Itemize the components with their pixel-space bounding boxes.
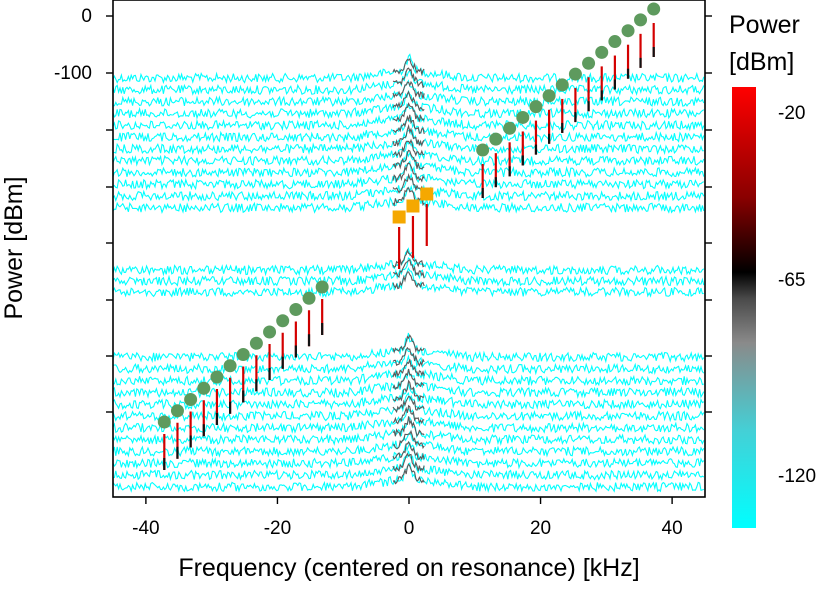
sweep-markers: [157, 2, 661, 429]
sweep-circle-marker: [276, 314, 290, 328]
center-peak-trace: [392, 271, 425, 290]
spectrum-trace: [113, 431, 705, 458]
colorbar-gradient: [732, 87, 756, 528]
center-peak-trace: [392, 80, 425, 99]
sweep-circle-marker: [529, 100, 543, 114]
y-axis: 0 -100: [54, 6, 712, 413]
sweep-circle-marker: [489, 132, 503, 146]
center-square-marker: [392, 210, 406, 224]
spectrum-trace: [113, 267, 704, 298]
center-peak-trace: [392, 90, 425, 112]
spectrum-trace: [113, 79, 705, 108]
spectrum-trace: [113, 150, 705, 179]
spectrum-trace: [113, 462, 704, 494]
sweep-circle-marker: [157, 415, 171, 429]
center-peak-trace: [392, 149, 425, 170]
sweep-circle-marker: [197, 381, 211, 395]
spectrum-trace: [113, 139, 705, 168]
spectrum-trace: [113, 441, 705, 470]
center-peak-trace: [392, 123, 425, 148]
sweep-circle-marker: [315, 280, 329, 294]
sweep-circle-marker: [289, 303, 303, 316]
spectrum-trace: [113, 450, 705, 482]
x-tick-label: -20: [264, 518, 291, 539]
spectrum-trace: [113, 115, 705, 144]
center-peak-trace: [392, 187, 425, 207]
spectrum-trace: [113, 332, 705, 364]
center-peak-trace: [392, 359, 425, 378]
center-peak-trace: [392, 368, 425, 390]
colorbar-title-line1: Power: [729, 11, 800, 39]
spectrum-trace: [113, 69, 705, 96]
center-peak-trace: [392, 429, 425, 450]
sweep-circle-marker: [210, 370, 224, 384]
colorbar: Power [dBm] -20 -65 -120: [729, 11, 816, 528]
sweep-circle-marker: [184, 393, 198, 406]
sweep-circle-marker: [542, 89, 556, 103]
center-square-marker: [420, 187, 434, 201]
sweep-circle-marker: [608, 35, 622, 49]
spectrum-trace: [113, 391, 705, 423]
center-peak-trace: [392, 67, 425, 89]
center-peak-trace: [392, 114, 425, 135]
spectrum-trace: [113, 257, 705, 288]
colorbar-title-line2: [dBm]: [729, 48, 794, 76]
sweep-circle-marker: [568, 67, 582, 81]
x-tick-label: -40: [132, 518, 159, 539]
center-peak-trace: [392, 404, 425, 425]
center-peak-trace: [392, 416, 425, 438]
center-peak-trace: [392, 440, 425, 461]
center-peak-trace: [392, 463, 425, 485]
center-peak-trace: [392, 395, 425, 414]
x-axis-title: Frequency (centered on resonance) [kHz]: [178, 554, 639, 582]
sweep-circle-marker: [236, 348, 250, 361]
colorbar-tick-label: -20: [778, 103, 805, 124]
sweep-circle-marker: [555, 78, 569, 92]
center-peak-trace: [392, 258, 425, 279]
sweep-circle-marker: [516, 110, 530, 124]
center-peak-trace: [392, 57, 425, 77]
sweep-circle-marker: [634, 13, 648, 27]
sweep-circle-marker: [647, 2, 661, 16]
sweep-circle-marker: [503, 121, 517, 135]
x-axis: -40 -20 0 20 40: [132, 497, 683, 539]
sweep-circle-marker: [223, 359, 237, 373]
sweep-circle-marker: [249, 336, 263, 350]
y-tick-label: 0: [81, 6, 92, 27]
sweep-circle-marker: [582, 56, 596, 70]
center-peak-trace: [392, 379, 425, 402]
sweep-circle-marker: [263, 325, 277, 339]
colorbar-tick-label: -65: [778, 270, 805, 291]
center-peak-trace: [392, 452, 425, 472]
colorbar-tick-label: -120: [778, 466, 816, 487]
spectrum-trace: [113, 128, 704, 156]
spectrum-trace: [113, 247, 705, 277]
spectrum-traces: [113, 53, 705, 494]
spectrum-trace: [113, 53, 705, 85]
y-axis-title: Power [dBm]: [0, 176, 28, 319]
center-peak-trace: [392, 162, 425, 183]
sweep-circle-marker: [595, 45, 609, 59]
y-tick-label: -100: [54, 63, 92, 84]
sweep-circle-marker: [476, 143, 490, 157]
peak-sticks: [163, 23, 655, 470]
center-peak-trace: [392, 346, 425, 367]
sweep-circle-marker: [621, 24, 635, 38]
x-tick-label: 0: [404, 518, 415, 539]
sweep-circle-marker: [302, 291, 316, 305]
center-square-marker: [406, 199, 420, 213]
x-tick-label: 40: [662, 518, 683, 539]
center-peak-trace: [392, 102, 425, 123]
x-tick-label: 20: [530, 518, 551, 539]
center-peak-trace: [392, 138, 425, 159]
center-peak-trace: [392, 334, 425, 354]
sweep-circle-marker: [170, 404, 184, 418]
spectrum-trace: [113, 348, 705, 376]
center-peak-trace: [392, 172, 425, 194]
